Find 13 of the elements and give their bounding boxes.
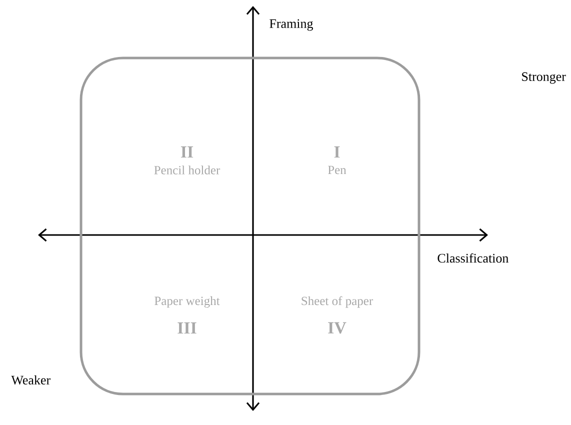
scale-label: Stronger <box>522 72 566 84</box>
roman-numeral: III <box>178 322 196 334</box>
roman-numeral: I <box>334 146 340 158</box>
scale-label: Weaker <box>11 375 50 385</box>
rounded-box <box>80 56 420 396</box>
axis-label: Framing <box>270 19 314 31</box>
axis-label: Classification <box>438 253 508 263</box>
roman-numeral: II <box>180 146 194 158</box>
quadrant-label: Pen <box>328 166 346 174</box>
quadrant-label: Paper weight <box>154 296 220 308</box>
roman-numeral: IV <box>328 322 346 334</box>
quadrant-label: Pencil holder <box>154 166 220 174</box>
quadrant-label: Sheet of paper <box>302 296 373 308</box>
